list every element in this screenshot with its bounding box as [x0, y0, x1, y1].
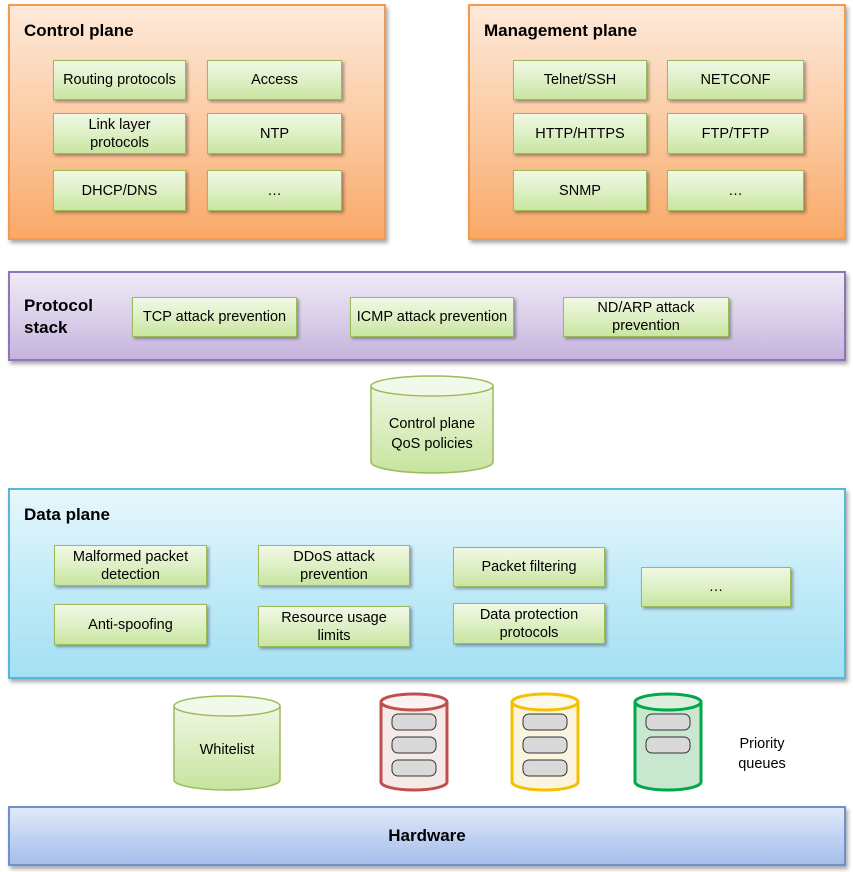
management-item-http-https: HTTP/HTTPS [513, 113, 647, 154]
control-item-dhcp-dns: DHCP/DNS [53, 170, 186, 211]
data-protection-protocols: Data protection protocols [453, 603, 605, 644]
data-plane-more: … [641, 567, 791, 607]
control-item-ntp: NTP [207, 113, 342, 154]
whitelist-cylinder-icon [173, 695, 281, 791]
control-item-more: … [207, 170, 342, 211]
hardware: Hardware [8, 806, 846, 866]
control-item-access: Access [207, 60, 342, 100]
management-item-telnet-ssh: Telnet/SSH [513, 60, 647, 100]
hardware-label: Hardware [388, 826, 466, 845]
malformed-packet-detection: Malformed packet detection [54, 545, 207, 586]
data-plane-title: Data plane [24, 505, 110, 524]
icmp-attack-prevention: ICMP attack prevention [350, 297, 514, 337]
priority-queue-green-icon [633, 692, 703, 792]
control-plane-title: Control plane [24, 21, 134, 40]
priority-queues-label: Priority queues [738, 736, 786, 772]
anti-spoofing: Anti-spoofing [54, 604, 207, 645]
tcp-attack-prevention: TCP attack prevention [132, 297, 297, 337]
qos-cylinder-icon [370, 375, 494, 474]
management-item-netconf: NETCONF [667, 60, 804, 100]
whitelist-label: Whitelist [199, 742, 255, 758]
management-item-more: … [667, 170, 804, 211]
protocol-stack-title: Protocol stack [24, 296, 93, 337]
resource-usage-limits: Resource usage limits [258, 606, 410, 647]
ddos-attack-prevention: DDoS attack prevention [258, 545, 410, 586]
priority-queue-yellow-icon [510, 692, 580, 792]
management-item-snmp: SNMP [513, 170, 647, 211]
packet-filtering: Packet filtering [453, 547, 605, 587]
control-item-link-layer-protocols: Link layer protocols [53, 113, 186, 154]
management-item-ftp-tftp: FTP/TFTP [667, 113, 804, 154]
management-plane-title: Management plane [484, 21, 638, 40]
control-item-routing-protocols: Routing protocols [53, 60, 186, 100]
qos-label: Control plane QoS policies [388, 416, 476, 452]
nd-arp-attack-prevention: ND/ARP attack prevention [563, 297, 729, 337]
priority-queue-red-icon [379, 692, 449, 792]
